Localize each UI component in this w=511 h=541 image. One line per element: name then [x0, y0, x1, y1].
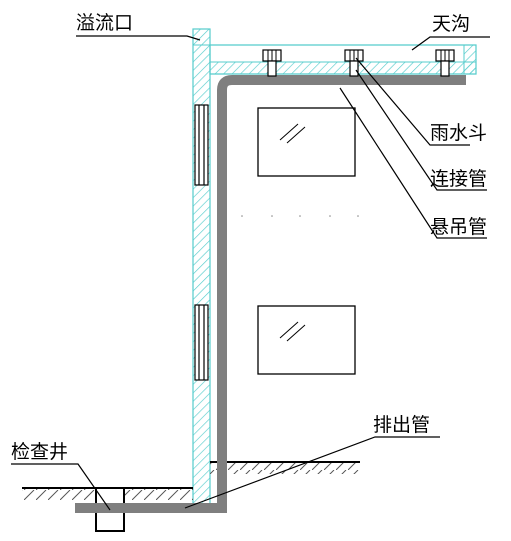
reference-dots: [241, 215, 359, 217]
pipe-system: [75, 75, 466, 513]
leader-gutter: [411, 36, 490, 51]
leader-rain-hopper: [355, 57, 470, 146]
label-overflow: 溢流口: [76, 12, 133, 34]
leader-outlet-pipe: [184, 436, 440, 509]
leader-inspection-well: [11, 463, 111, 511]
side-windows: [194, 104, 209, 381]
leader-lines: [11, 35, 490, 511]
label-gutter: 天沟: [432, 13, 470, 35]
leader-overflow: [76, 35, 201, 41]
label-inspection-well: 检查井: [11, 441, 68, 463]
rain-hoppers: [262, 49, 455, 77]
label-connector: 连接管: [430, 168, 487, 190]
window-lower: [257, 305, 356, 375]
rain-hopper-3: [435, 49, 455, 77]
rain-hopper-2: [344, 49, 364, 77]
building-wall: [192, 28, 211, 505]
label-outlet-pipe: 排出管: [373, 414, 430, 436]
label-rain-hopper: 雨水斗: [430, 122, 487, 144]
label-hanging-pipe: 悬吊管: [430, 216, 487, 238]
rain-hopper-1: [262, 49, 282, 77]
leader-hanging-pipe: [339, 87, 487, 239]
window-upper: [257, 107, 356, 177]
leader-connector: [355, 69, 487, 191]
ground: [22, 461, 360, 500]
